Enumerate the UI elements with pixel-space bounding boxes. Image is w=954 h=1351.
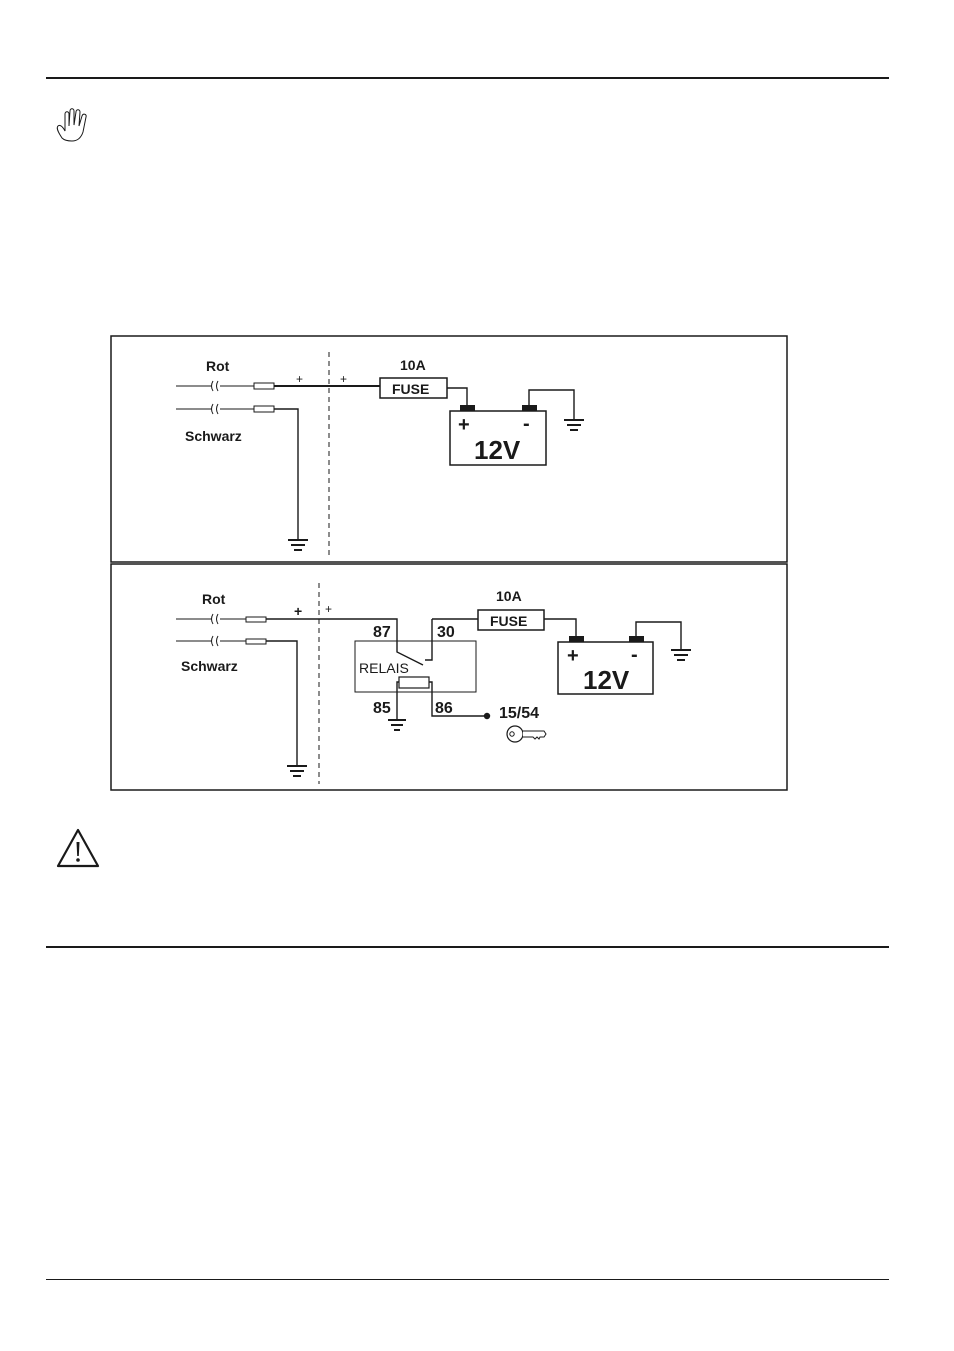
ground-symbol [288,539,308,551]
hand-stop-icon [56,108,87,142]
middle-rule [46,946,889,948]
bottom-rule [46,1279,889,1280]
relay-terminal-85: 85 [373,700,391,717]
relay-terminal-87: 87 [373,624,391,641]
battery-plus-sign: + [458,414,470,436]
ground-symbol [388,719,406,731]
plus-label: + [296,372,303,386]
connector-red [253,382,275,390]
ground-symbol [671,649,691,661]
connector-black [245,638,267,645]
connector-red [245,616,267,623]
wiring-diagram-relay: Rot Schwarz + + 87 30 RELAIS [110,563,788,791]
battery-voltage: 12V [474,435,521,465]
diagram-frame [110,335,788,563]
battery-terminal-minus [522,405,537,411]
connector-black [253,405,275,413]
fuse-label: FUSE [490,613,527,629]
battery-terminal-plus [460,405,475,411]
plus-label: + [340,372,347,386]
ignition-terminal [483,712,491,720]
plus-label: + [294,603,302,619]
diagram-frame [110,563,788,791]
battery [449,410,547,466]
wiring-diagram-direct: Rot Schwarz + + 10A FUSE + - 12V [110,335,788,563]
ground-symbol [564,419,584,431]
relay-terminal-30: 30 [437,624,455,641]
top-rule [46,77,889,79]
fuse-rating: 10A [400,357,426,373]
fuse-label: FUSE [392,381,429,397]
ignition-label: 15/54 [499,705,539,722]
battery-minus-sign: - [631,644,638,666]
key-icon [506,725,547,743]
battery-plus-sign: + [567,645,579,667]
ground-symbol [287,765,307,777]
battery [557,641,654,695]
fuse-rating: 10A [496,588,522,604]
relay-label: RELAIS [359,660,409,676]
wire-label-black: Schwarz [181,658,238,674]
fuse-box [477,609,545,631]
relay-coil [398,676,430,689]
battery-terminal-plus [569,636,584,642]
relay-box [354,640,477,693]
plus-label: + [325,602,332,616]
battery-voltage: 12V [583,665,630,695]
battery-terminal-minus [629,636,644,642]
wire-label-red: Rot [206,358,230,374]
wire-label-red: Rot [202,591,226,607]
relay-terminal-86: 86 [435,700,453,717]
warning-triangle-icon [56,828,100,868]
wire-label-black: Schwarz [185,428,242,444]
battery-minus-sign: - [523,413,530,435]
